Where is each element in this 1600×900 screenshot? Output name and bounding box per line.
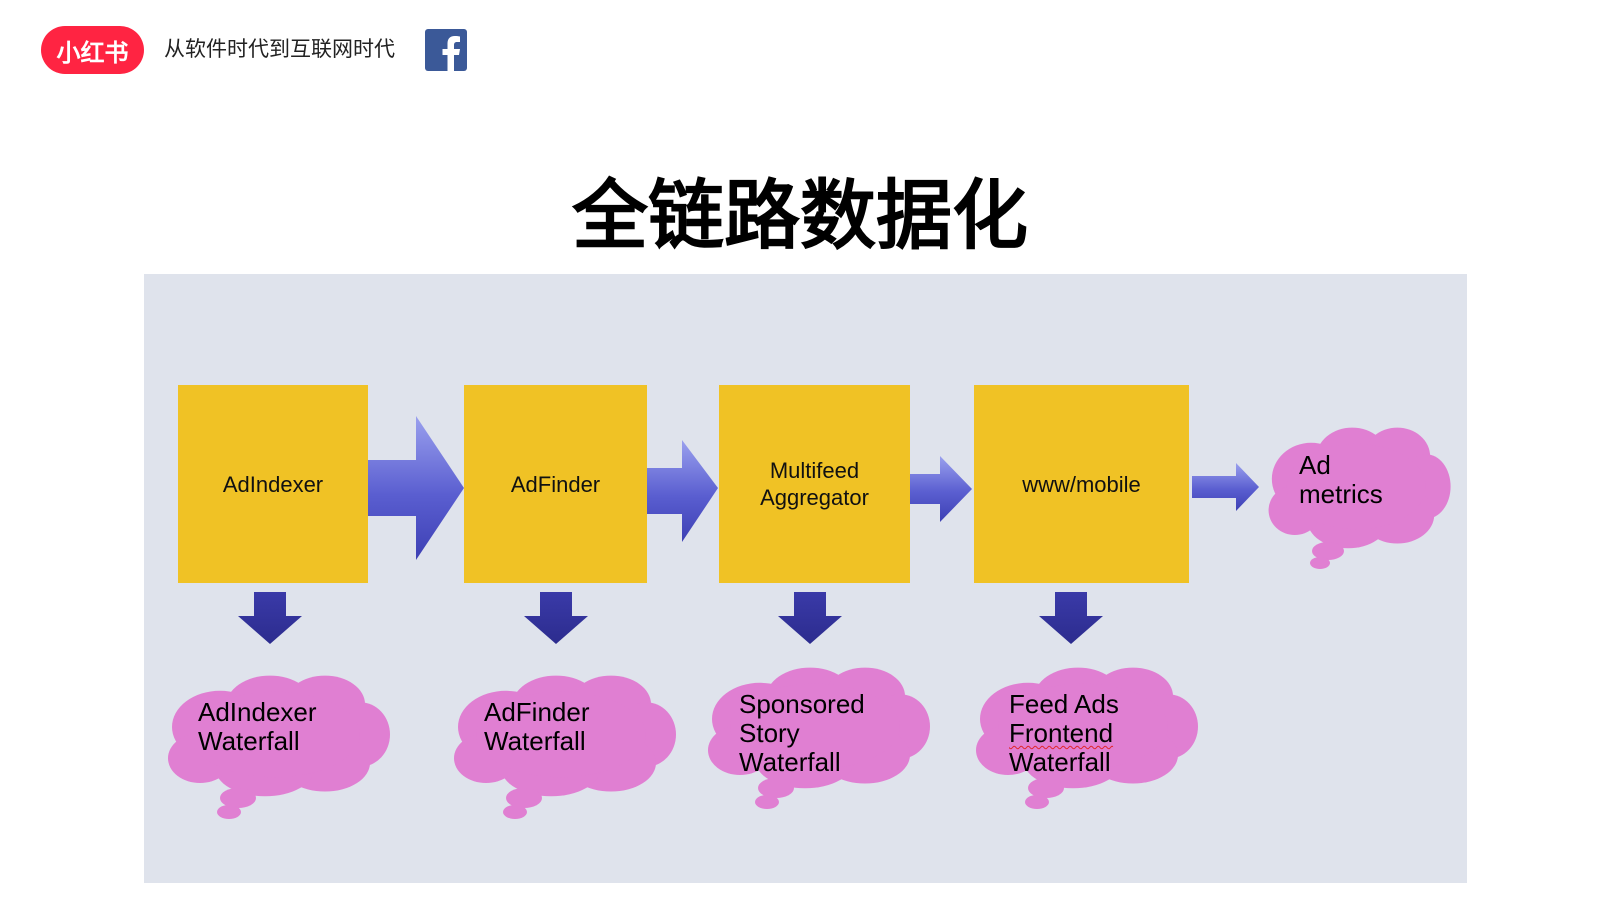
- flow-arrow-1: [368, 416, 464, 560]
- stage-box-www-mobile: www/mobile: [974, 385, 1189, 583]
- facebook-f-icon: [425, 29, 467, 71]
- slide-title: 全链路数据化: [572, 171, 1028, 260]
- flow-arrow-4: [1192, 463, 1259, 511]
- cloud-line-frontend: Frontend: [1009, 719, 1119, 748]
- cloud-label-adfinder-waterfall: AdFinder Waterfall: [484, 697, 590, 756]
- cloud-adfinder: [454, 675, 676, 819]
- down-arrow-4: [1039, 592, 1103, 644]
- cloud-label-adindexer-waterfall: AdIndexer Waterfall: [198, 697, 317, 756]
- flow-arrow-3: [910, 456, 972, 522]
- stage-box-adindexer: AdIndexer: [178, 385, 368, 583]
- cloud-label-sponsored-story-waterfall: Sponsored Story Waterfall: [739, 689, 865, 777]
- cloud-line-waterfall: Waterfall: [1009, 747, 1111, 777]
- cloud-label-ad-metrics: Ad metrics: [1299, 450, 1383, 509]
- flow-arrow-2: [646, 440, 718, 542]
- stage-box-multifeed-aggregator: Multifeed Aggregator: [719, 385, 910, 583]
- down-arrow-1: [238, 592, 302, 644]
- cloud-line-frontend-text: Frontend: [1009, 718, 1114, 748]
- stage-box-adfinder: AdFinder: [464, 385, 647, 583]
- down-arrow-2: [524, 592, 588, 644]
- cloud-feed-ads: [976, 667, 1198, 809]
- header-subtitle: 从软件时代到互联网时代: [164, 37, 395, 61]
- cloud-sponsored-story: [708, 667, 930, 809]
- cloud-adindexer: [168, 675, 390, 819]
- down-arrow-3: [778, 592, 842, 644]
- xiaohongshu-logo: 小红书: [41, 26, 144, 74]
- cloud-line-feed-ads: Feed Ads: [1009, 689, 1119, 719]
- cloud-label-feed-ads-frontend-waterfall: Feed Ads Frontend Waterfall: [1009, 690, 1119, 777]
- cloud-ad-metrics: [1268, 427, 1451, 569]
